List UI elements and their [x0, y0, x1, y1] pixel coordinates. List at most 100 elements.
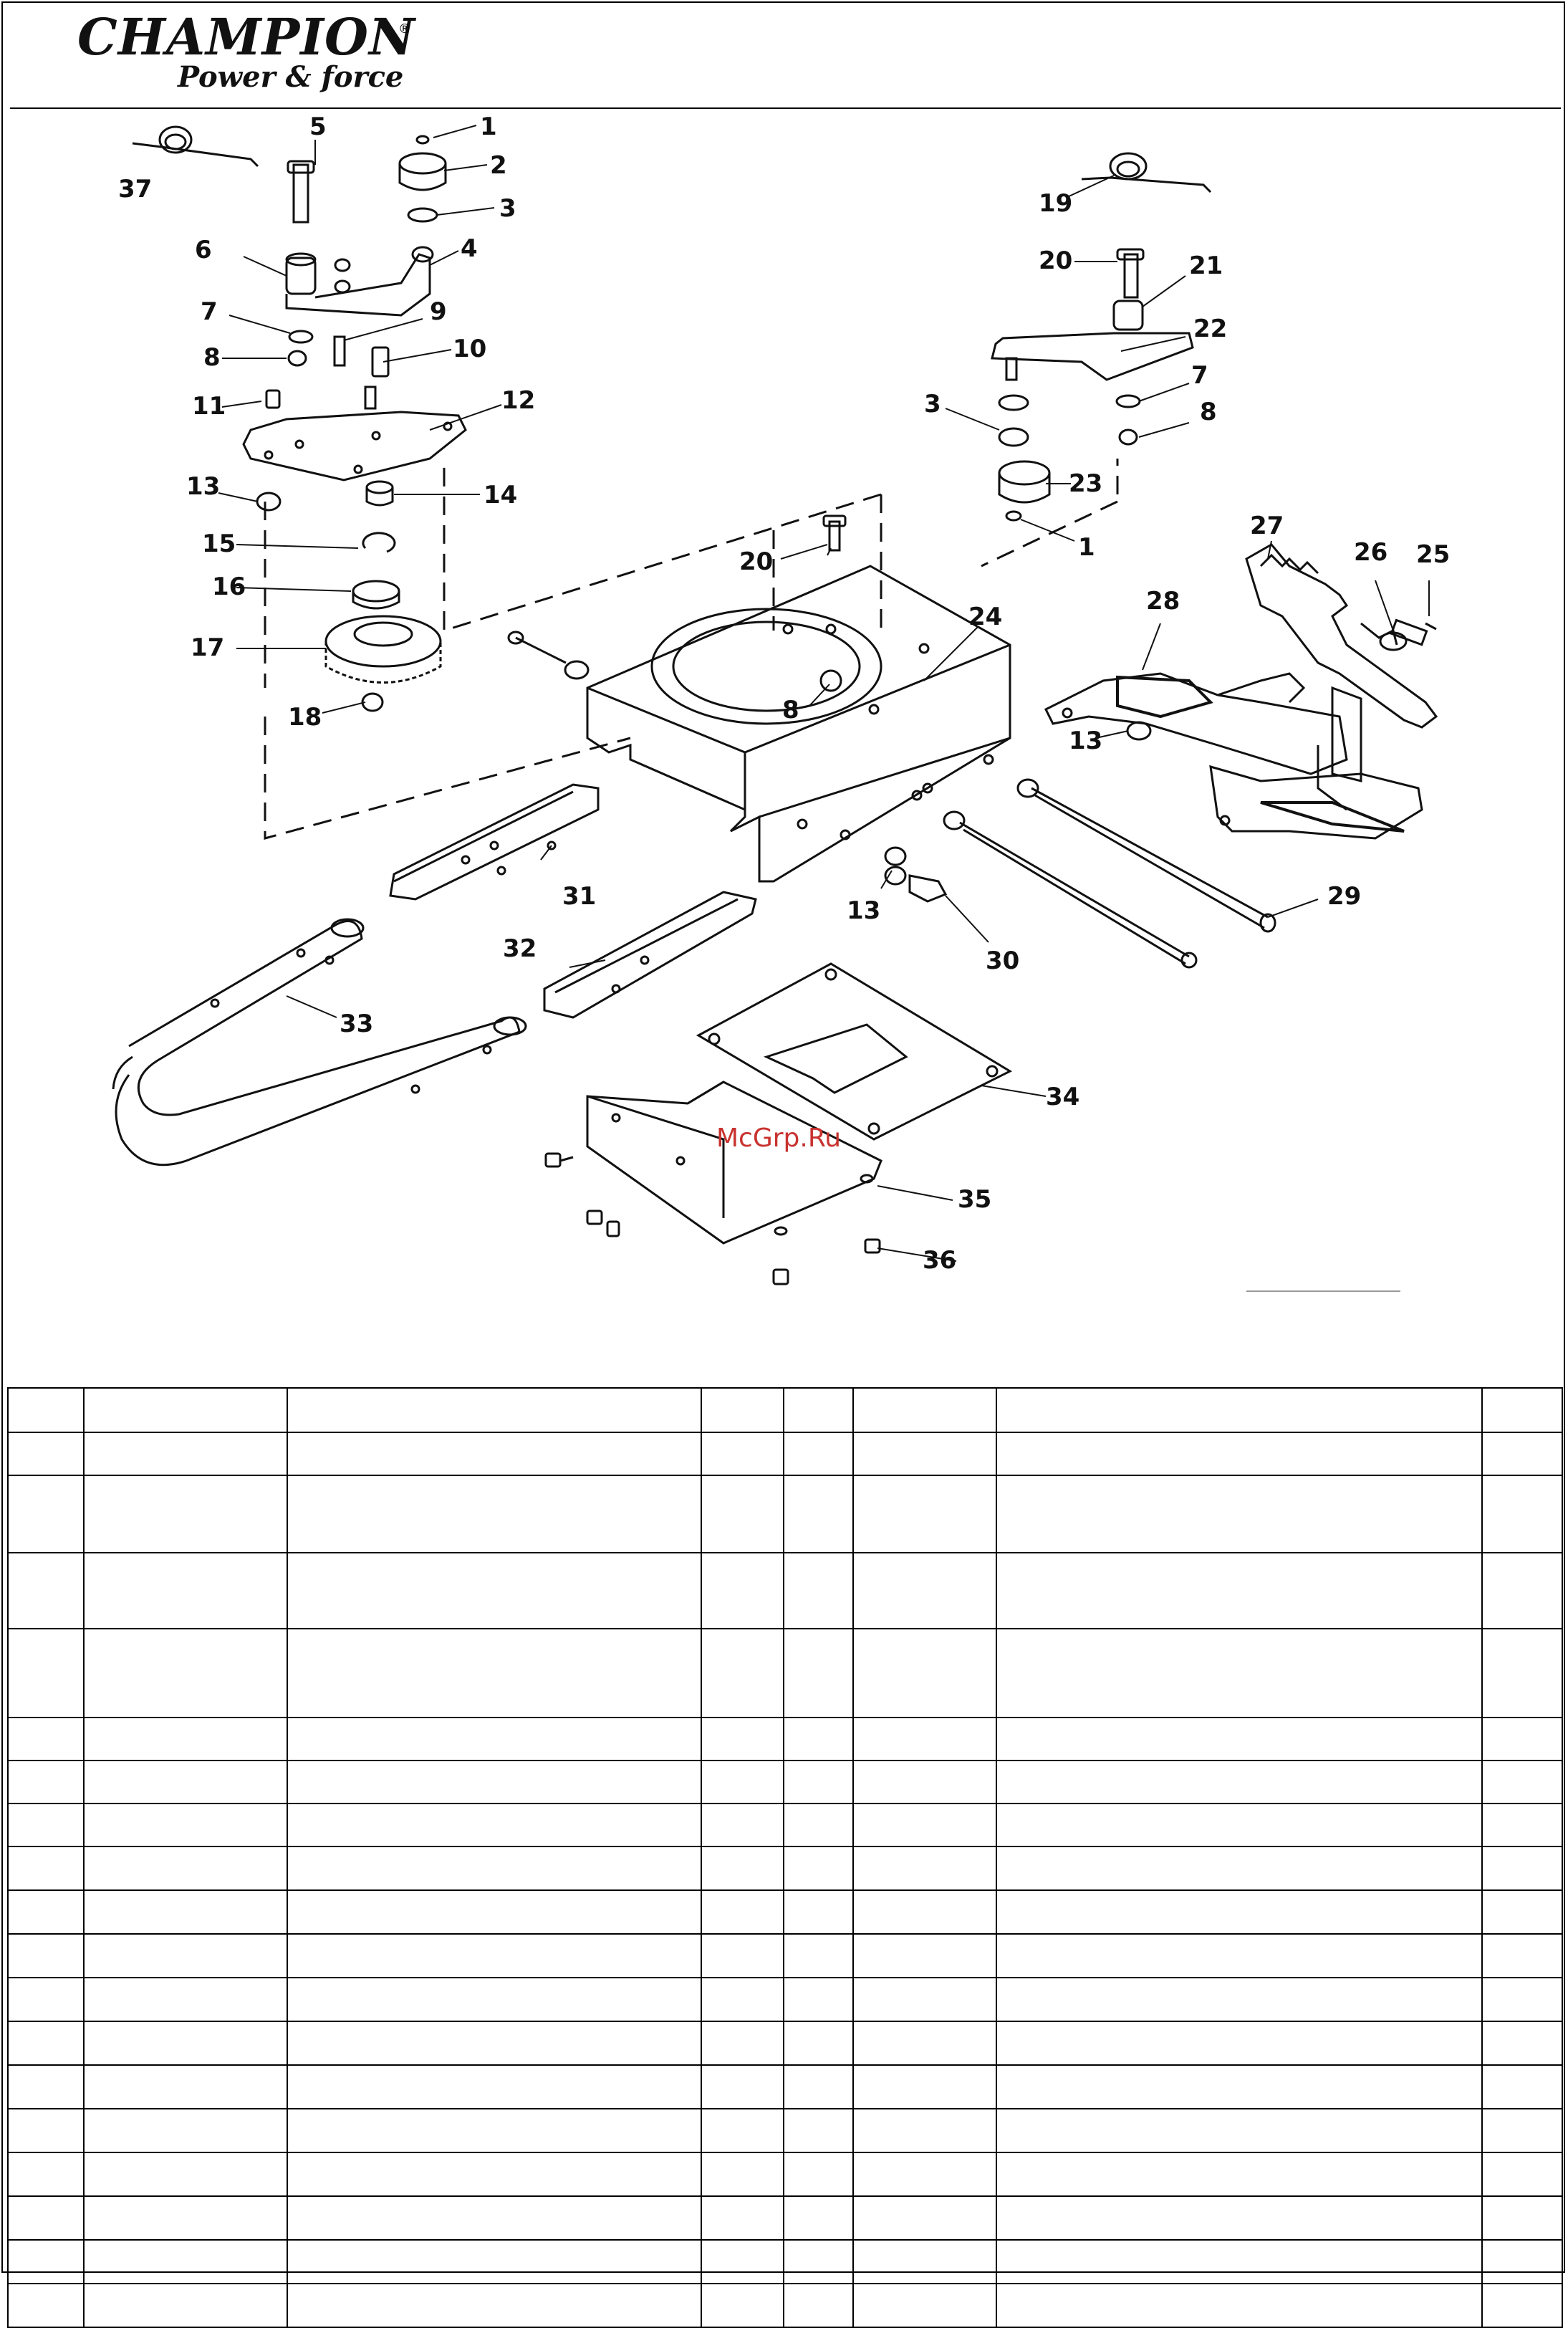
callout-17: 17 [191, 633, 224, 662]
table-cell [996, 1717, 1483, 1761]
rail-31 [389, 783, 600, 901]
table-cell [83, 1760, 288, 1804]
table-cell [996, 2064, 1483, 2109]
callout-35: 35 [958, 1185, 991, 1214]
callout-9: 9 [430, 297, 447, 326]
table-row [7, 1977, 1563, 2022]
table-cell [996, 2239, 1483, 2284]
table-cell [7, 1475, 85, 1553]
table-cell [7, 2239, 85, 2284]
table-cell [83, 1717, 288, 1761]
table-cell [7, 2064, 85, 2109]
table-row [7, 1717, 1563, 1761]
table-cell [996, 2283, 1483, 2328]
table-cell [287, 2152, 702, 2197]
table-cell [7, 1760, 85, 1804]
table-cell [7, 1846, 85, 1891]
table-cell [701, 2152, 784, 2197]
table-cell [783, 2239, 854, 2284]
table-cell [1481, 2152, 1563, 2197]
table-cell [1481, 2239, 1563, 2284]
table-cell [996, 2021, 1483, 2066]
table-cell [287, 1432, 702, 1476]
table-cell [83, 2195, 288, 2241]
screws-36 [544, 1152, 881, 1285]
callout-20b: 20 [739, 547, 773, 576]
left-linkage-assembly [242, 135, 467, 712]
table-row [7, 2108, 1563, 2153]
table-cell [7, 2283, 85, 2328]
table-cell [996, 1387, 1483, 1433]
table-row [7, 1432, 1563, 1476]
table-row [7, 1846, 1563, 1891]
table-cell [996, 1628, 1483, 1718]
table-cell [7, 1933, 85, 1978]
table-cell [852, 1933, 997, 1978]
handle-33 [112, 918, 527, 1167]
callout-33: 33 [340, 1010, 373, 1038]
callout-3b: 3 [924, 390, 941, 418]
callout-8b: 8 [1200, 398, 1217, 426]
table-cell [852, 1803, 997, 1847]
table-cell [701, 1387, 784, 1433]
table-cell [783, 2064, 854, 2109]
guard-35 [586, 1081, 882, 1245]
table-cell [83, 1387, 288, 1433]
callout-15: 15 [202, 530, 236, 558]
callout-12: 12 [501, 386, 535, 415]
callout-8: 8 [203, 343, 221, 372]
table-cell [783, 1628, 854, 1718]
header-rule [10, 107, 1561, 109]
table-cell [1481, 1552, 1563, 1629]
callout-37: 37 [118, 175, 152, 203]
table-cell [1481, 1628, 1563, 1718]
table-cell [701, 1552, 784, 1629]
table-cell [852, 2108, 997, 2153]
table-row [7, 2021, 1563, 2066]
table-cell [996, 1846, 1483, 1891]
table-row [7, 2152, 1563, 2197]
callout-28: 28 [1146, 587, 1180, 615]
logo-tagline: Power & force [178, 60, 404, 94]
callout-13b: 13 [1069, 727, 1102, 755]
callout-27: 27 [1250, 512, 1284, 540]
table-cell [996, 1552, 1483, 1629]
table-cell [287, 2239, 702, 2284]
callout-6: 6 [195, 236, 212, 264]
table-cell [1481, 2195, 1563, 2241]
table-cell [701, 1760, 784, 1804]
callout-18: 18 [288, 703, 322, 732]
table-cell [783, 1889, 854, 1935]
table-cell [783, 1717, 854, 1761]
table-cell [701, 2021, 784, 2066]
callout-14: 14 [484, 481, 517, 509]
table-cell [996, 1432, 1483, 1476]
table-row [7, 1552, 1563, 1629]
table-cell [783, 1846, 854, 1891]
table-cell [287, 1760, 702, 1804]
table-cell [783, 2152, 854, 2197]
table-cell [287, 2195, 702, 2241]
table-cell [783, 1803, 854, 1847]
table-cell [996, 1889, 1483, 1935]
callout-24: 24 [968, 603, 1002, 631]
callout-25: 25 [1416, 540, 1450, 569]
exploded-parts-diagram: 37 5 1 2 3 6 4 7 9 8 10 11 12 13 14 15 1… [112, 112, 1450, 1292]
right-linkage-assembly [991, 248, 1194, 522]
table-cell [852, 1387, 997, 1433]
table-cell [7, 2108, 85, 2153]
table-cell [1481, 1803, 1563, 1847]
callout-13: 13 [186, 472, 220, 501]
table-cell [701, 1977, 784, 2022]
table-cell [7, 1432, 85, 1476]
callout-32: 32 [503, 934, 537, 963]
callout-2: 2 [490, 151, 507, 180]
table-cell [287, 2283, 702, 2328]
table-cell [852, 1977, 997, 2022]
table-cell [852, 1846, 997, 1891]
champion-logo: CHAMPION ® Power & force [77, 7, 428, 100]
table-cell [852, 2283, 997, 2328]
table-cell [83, 2108, 288, 2153]
table-cell [852, 1717, 997, 1761]
housing-24 [586, 514, 1011, 883]
